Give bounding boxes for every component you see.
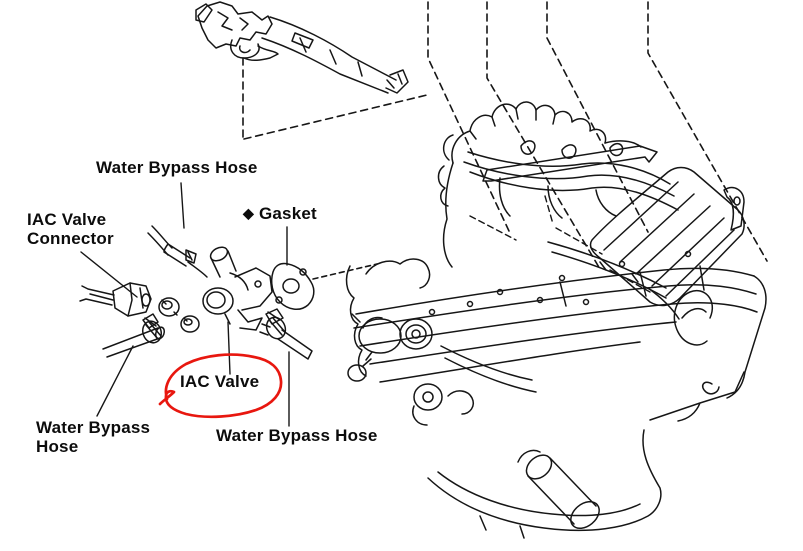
label-water-bypass-hose-top: Water Bypass Hose <box>96 158 258 177</box>
grommet-bushings <box>158 297 200 333</box>
label-iac-valve-connector-line2: Connector <box>27 229 114 248</box>
label-water-bypass-hose-bottom-left-line1: Water Bypass <box>36 418 151 437</box>
label-iac-valve: IAC Valve <box>180 372 260 391</box>
water-bypass-hose-left-part <box>102 313 166 358</box>
water-bypass-pipe-part <box>195 1 409 94</box>
red-highlight-loop <box>158 353 283 419</box>
leader-lines <box>80 182 290 427</box>
engine-illustration <box>345 101 767 539</box>
label-iac-valve-connector: IAC Valve Connector <box>27 210 114 248</box>
label-gasket: ◆Gasket <box>243 204 317 224</box>
label-water-bypass-hose-bottom-left: Water Bypass Hose <box>36 418 150 456</box>
water-bypass-hose-top-part <box>147 225 208 278</box>
label-water-bypass-hose-bottom-left-line2: Hose <box>36 437 79 456</box>
label-iac-valve-connector-line1: IAC Valve <box>27 210 107 229</box>
projection-dashed-lines <box>242 1 768 280</box>
water-bypass-hose-right-part <box>259 308 313 360</box>
gasket-part <box>270 262 315 310</box>
label-gasket-text: Gasket <box>258 204 317 223</box>
diamond-bullet-icon: ◆ <box>243 205 254 221</box>
iac-valve-part <box>202 246 273 331</box>
iac-valve-connector-part <box>79 282 152 317</box>
label-water-bypass-hose-bottom-center: Water Bypass Hose <box>216 426 378 445</box>
